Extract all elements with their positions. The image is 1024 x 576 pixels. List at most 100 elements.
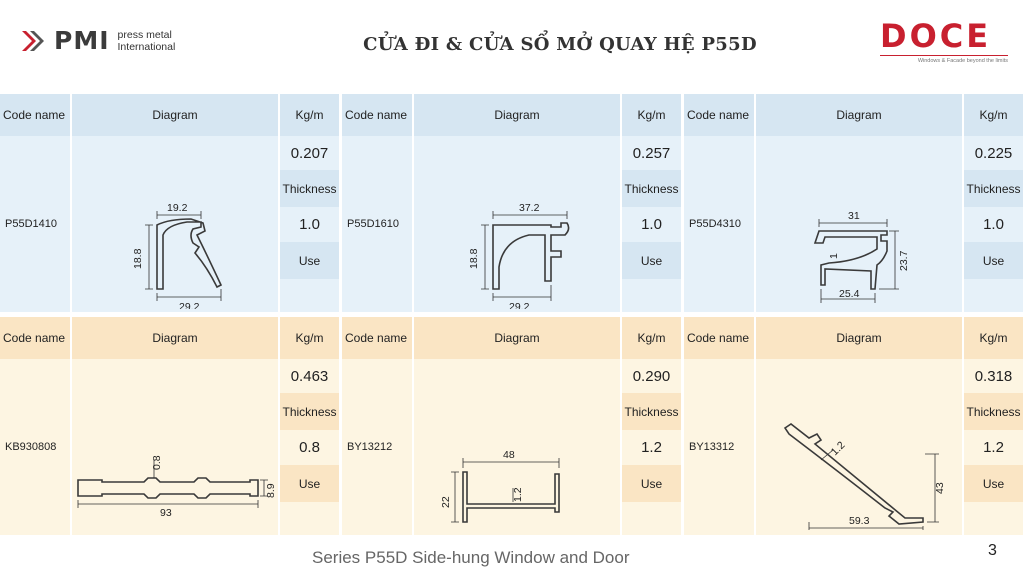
dim-width: 19.2	[167, 202, 188, 214]
diagram-header: Diagram	[754, 317, 962, 359]
profile-diagram: 48 22 1.2	[412, 359, 620, 535]
dim-height: 23.7	[898, 250, 910, 271]
doce-tagline: Windows & Facade beyond the limits	[880, 55, 1008, 64]
thickness-label: Thickness	[622, 393, 681, 430]
dim-base: 93	[160, 507, 172, 519]
profile-diagram: 31 1 23.7 25.4	[754, 136, 962, 312]
kgm-value: 0.318	[964, 359, 1023, 393]
thickness-value: 1.0	[280, 207, 339, 242]
use-label: Use	[280, 242, 339, 279]
slide-header: PMI press metal International CỬA ĐI & C…	[0, 0, 1024, 92]
profile-panel-kb930808: Code name Diagram Kg/m KB930808 0.8 8.9 …	[0, 317, 339, 535]
code-name-header: Code name	[0, 317, 70, 359]
kgm-value: 0.225	[964, 136, 1023, 170]
dim-base: 29.2	[509, 301, 530, 309]
kgm-header: Kg/m	[620, 317, 681, 359]
profile-drawing: 48 22 1.2	[440, 449, 560, 523]
profile-code: KB930808	[0, 359, 70, 535]
profile-drawing: 0.8 8.9 93	[77, 455, 277, 519]
thickness-value: 1.0	[964, 207, 1023, 242]
thickness-value: 1.0	[622, 207, 681, 242]
profile-code: BY13312	[684, 359, 754, 535]
thickness-value: 1.2	[622, 430, 681, 465]
dim-width: 48	[503, 449, 515, 461]
profile-code: P55D1610	[342, 136, 412, 312]
page-title: CỬA ĐI & CỬA SỔ MỞ QUAY HỆ P55D	[363, 34, 757, 55]
profile-drawing: 1.2 43 59.3	[783, 423, 946, 530]
kgm-header: Kg/m	[278, 317, 339, 359]
doce-logo: DOCE Windows & Facade beyond the limits	[880, 20, 1008, 64]
kgm-header: Kg/m	[620, 94, 681, 136]
profile-specs: 0.290 Thickness 1.2 Use	[620, 359, 681, 535]
profile-panel-p55d1410: Code name Diagram Kg/m P55D1410 19.2 18.…	[0, 94, 339, 312]
pmi-subtitle: press metal International	[118, 29, 176, 53]
diagram-header: Diagram	[754, 94, 962, 136]
use-label: Use	[964, 242, 1023, 279]
profile-specs: 0.225 Thickness 1.0 Use	[962, 136, 1023, 312]
pmi-logo: PMI press metal International	[20, 26, 175, 55]
kgm-value: 0.290	[622, 359, 681, 393]
code-name-header: Code name	[342, 317, 412, 359]
thickness-value: 0.8	[280, 430, 339, 465]
page-number: 3	[988, 542, 997, 559]
dim-height: 43	[934, 482, 946, 494]
pmi-arrow-icon	[22, 30, 44, 51]
profile-diagram: 19.2 18.8 29.2	[70, 136, 278, 312]
code-name-header: Code name	[0, 94, 70, 136]
dim-thickness: 1.2	[512, 487, 524, 502]
profile-code: P55D4310	[684, 136, 754, 312]
profile-panel-p55d1610: Code name Diagram Kg/m P55D1610 37.2 18.…	[342, 94, 681, 312]
profile-specs: 0.257 Thickness 1.0 Use	[620, 136, 681, 312]
use-value	[280, 279, 339, 312]
pmi-wordmark: PMI	[54, 26, 110, 55]
profile-code: P55D1410	[0, 136, 70, 312]
profile-panel-by13212: Code name Diagram Kg/m BY13212 48 22 1.2…	[342, 317, 681, 535]
use-label: Use	[622, 242, 681, 279]
profile-code: BY13212	[342, 359, 412, 535]
doce-wordmark: DOCE	[880, 17, 992, 55]
dim-height: 8.9	[265, 483, 277, 498]
dim-base: 25.4	[839, 288, 860, 300]
dim-width: 31	[848, 210, 860, 222]
use-value	[622, 502, 681, 535]
profile-panel-by13312: Code name Diagram Kg/m BY13312 1.2 43 59…	[684, 317, 1023, 535]
diagram-header: Diagram	[412, 94, 620, 136]
use-value	[280, 502, 339, 535]
code-name-header: Code name	[684, 317, 754, 359]
profile-diagram: 37.2 18.8 29.2	[412, 136, 620, 312]
thickness-label: Thickness	[964, 170, 1023, 207]
profile-panel-p55d4310: Code name Diagram Kg/m P55D4310 31 1 23.…	[684, 94, 1023, 312]
dim-width: 37.2	[519, 202, 540, 214]
use-label: Use	[280, 465, 339, 502]
profile-diagram: 0.8 8.9 93	[70, 359, 278, 535]
dim-thickness: 1.2	[829, 439, 848, 458]
profile-drawing: 37.2 18.8 29.2	[468, 202, 570, 309]
thickness-label: Thickness	[280, 393, 339, 430]
dim-base: 59.3	[849, 515, 870, 527]
thickness-label: Thickness	[280, 170, 339, 207]
thickness-label: Thickness	[622, 170, 681, 207]
profile-diagram: 1.2 43 59.3	[754, 359, 962, 535]
profile-specs: 0.318 Thickness 1.2 Use	[962, 359, 1023, 535]
use-value	[622, 279, 681, 312]
dim-height: 18.8	[468, 248, 480, 269]
profile-drawing: 19.2 18.8 29.2	[132, 202, 223, 309]
use-value	[964, 279, 1023, 312]
diagram-header: Diagram	[70, 94, 278, 136]
pmi-subtitle-line1: press metal	[117, 28, 172, 41]
pmi-subtitle-line2: International	[117, 40, 176, 53]
thickness-value: 1.2	[964, 430, 1023, 465]
kgm-value: 0.463	[280, 359, 339, 393]
profile-specs: 0.463 Thickness 0.8 Use	[278, 359, 339, 535]
dim-height: 22	[440, 496, 452, 508]
diagram-header: Diagram	[412, 317, 620, 359]
kgm-header: Kg/m	[962, 317, 1023, 359]
dim-height: 18.8	[132, 248, 144, 269]
dim-thickness: 1	[828, 253, 840, 259]
use-label: Use	[622, 465, 681, 502]
kgm-header: Kg/m	[278, 94, 339, 136]
profile-specs: 0.207 Thickness 1.0 Use	[278, 136, 339, 312]
dim-base: 29.2	[179, 301, 200, 309]
series-caption: Series P55D Side-hung Window and Door	[312, 548, 630, 567]
kgm-value: 0.257	[622, 136, 681, 170]
